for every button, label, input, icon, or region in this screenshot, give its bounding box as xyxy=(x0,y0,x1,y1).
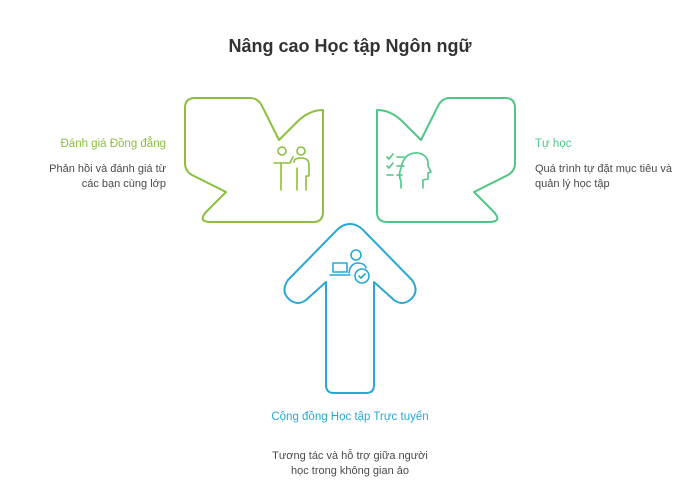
self-study-heading: Tự học xyxy=(535,138,572,150)
self-study-description: Quá trình tự đặt mục tiêu và quản lý học… xyxy=(535,163,672,190)
peer-assessment-arrow xyxy=(184,97,324,223)
online-community-arrow xyxy=(283,223,417,394)
page-title: Nâng cao Học tập Ngôn ngữ xyxy=(228,36,472,56)
peer-assessment-description: Phản hồi và đánh giá từ các bạn cùng lớp xyxy=(49,163,166,190)
self-study-arrow xyxy=(376,97,516,223)
online-learner-icon xyxy=(329,249,370,284)
teacher-student-icon xyxy=(273,146,310,191)
peer-assessment-heading: Đánh giá Đồng đẳng xyxy=(60,138,167,150)
head-checklist-icon xyxy=(386,152,432,189)
online-community-heading: Cộng đồng Học tập Trực tuyến xyxy=(271,411,429,423)
online-community-description: Tương tác và hỗ trợ giữa người học trong… xyxy=(272,450,428,477)
